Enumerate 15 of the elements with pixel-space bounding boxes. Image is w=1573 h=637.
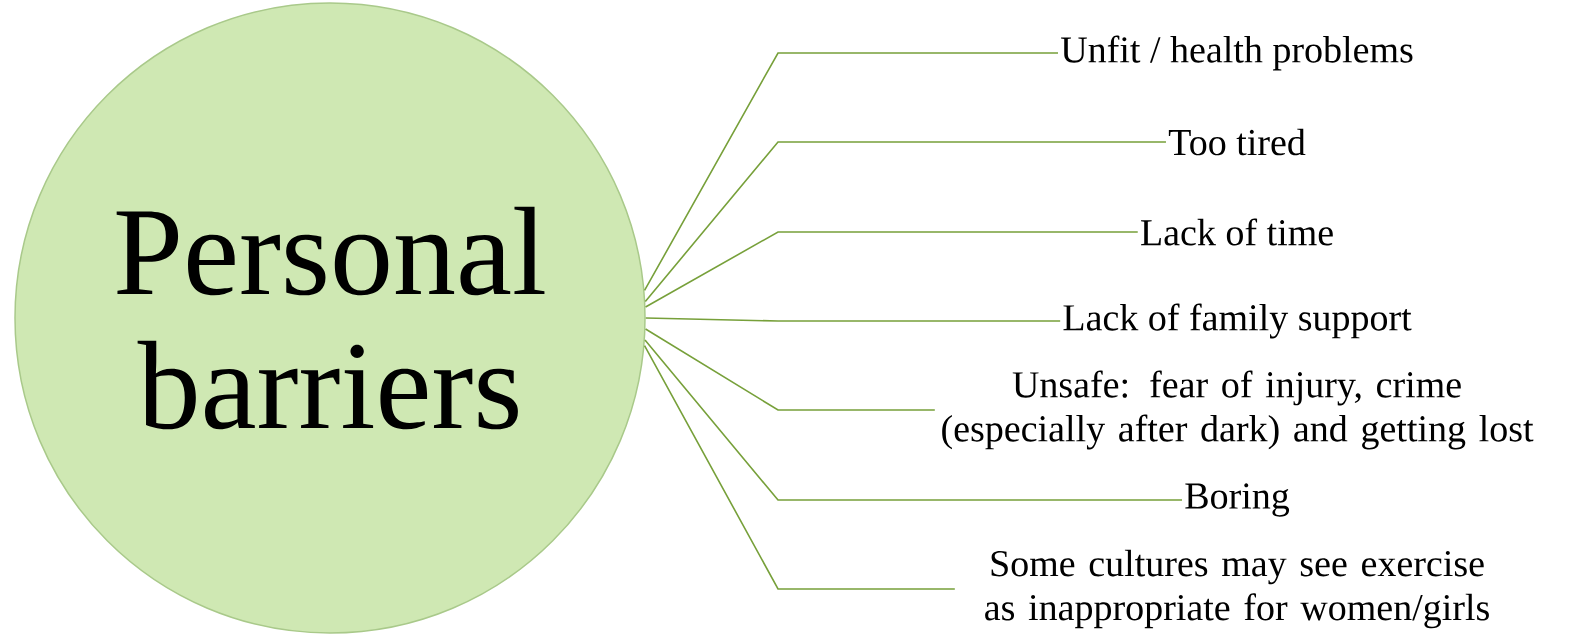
item-text: Lack of family support	[1063, 303, 1412, 339]
connector-line	[643, 344, 956, 590]
item-text: Boring	[1185, 483, 1290, 517]
connector-line	[644, 141, 1167, 303]
item-text: Too tired	[1168, 128, 1306, 156]
connector-line	[643, 52, 1059, 292]
item-text: Unfit / health problems	[1061, 35, 1413, 71]
item-text: Unsafe: fear of injury, crime (especially after dark) and getting lost	[942, 370, 1534, 450]
connector-line	[644, 231, 1139, 308]
item-text: Lack of time	[1141, 218, 1333, 246]
item-text: Some cultures may see exercise as inappropriate for women/girls	[985, 549, 1489, 629]
connector-line	[644, 328, 936, 411]
connector-line	[644, 317, 1061, 322]
circle-node: Personal barriers	[14, 2, 646, 634]
connector-line	[644, 339, 1183, 501]
